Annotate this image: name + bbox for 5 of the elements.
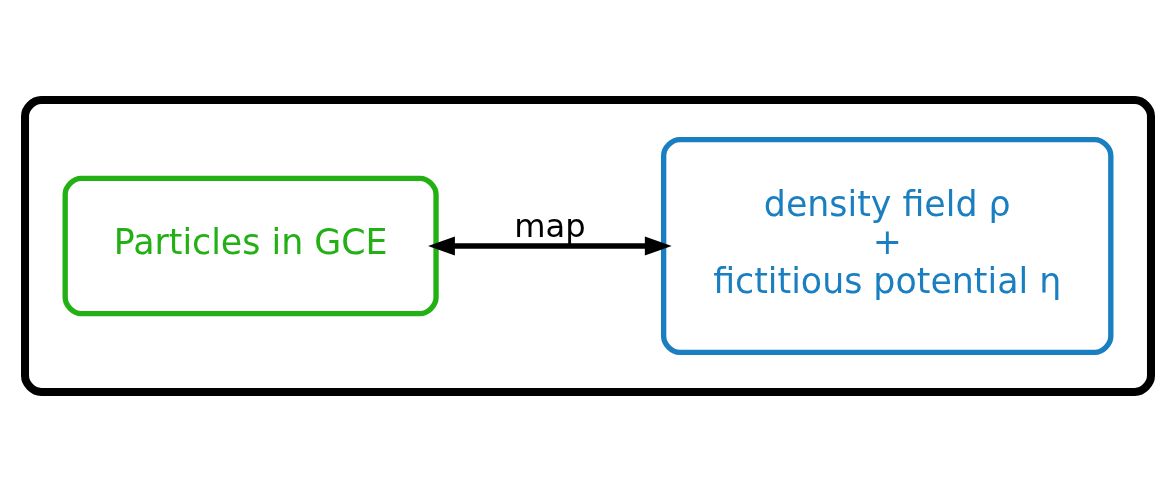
edge-label: map: [514, 206, 586, 245]
node-box: Particles in GCE: [62, 175, 439, 317]
arrow: [428, 236, 672, 256]
node-box: density field ρ + fictitious potential η: [660, 136, 1114, 356]
cluster: [21, 96, 1155, 396]
